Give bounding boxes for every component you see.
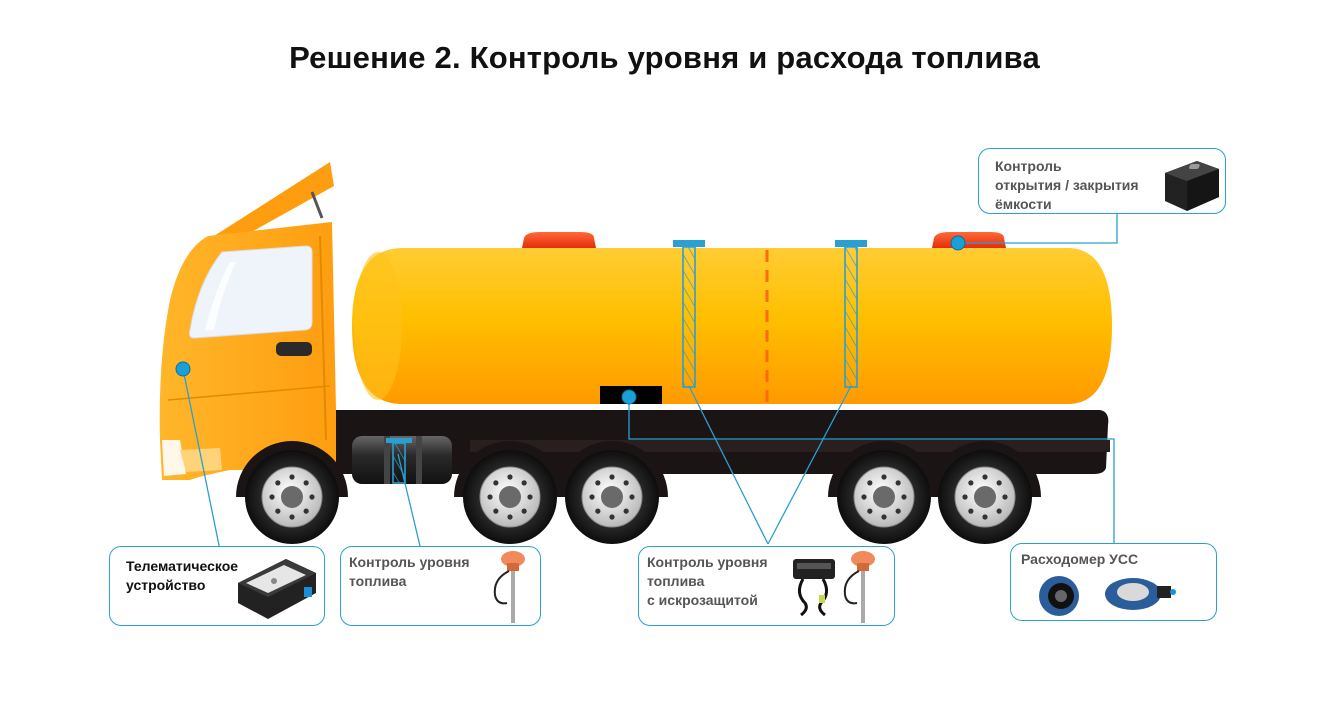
- page-title: Решение 2. Контроль уровня и расхода топ…: [289, 40, 1040, 75]
- line-level-ex-2: [767, 385, 852, 545]
- callout-lid-control-label: Контроль открытия / закрытия ёмкости: [995, 158, 1139, 212]
- marker-lid[interactable]: [950, 235, 966, 251]
- callout-telematics-label: Телематическое устройство: [126, 558, 239, 593]
- line-flowmeter: [628, 398, 1115, 544]
- callout-telematics[interactable]: Телематическое устройство: [109, 546, 325, 626]
- telematics-device-icon: [238, 559, 316, 619]
- tank-hatch-right: [932, 232, 1006, 248]
- callout-fuel-level-label: Контроль уровня топлива: [349, 554, 470, 589]
- line-level-ex-1: [688, 385, 769, 545]
- wheels: [236, 441, 1041, 544]
- line-fuel-level: [397, 453, 421, 547]
- tank-hatch-left: [522, 232, 596, 248]
- vehicle-fuel-tank: [352, 436, 452, 484]
- wheel: [828, 441, 940, 544]
- line-lid: [958, 212, 1118, 244]
- callout-fuel-level-ex[interactable]: Контроль уровня топлива с искрозащитой: [638, 546, 895, 626]
- sensor-markers: [175, 235, 966, 405]
- marker-telematics[interactable]: [175, 361, 191, 377]
- fuel-level-sensor-ex-icon: [843, 551, 875, 623]
- connector-lines: [182, 212, 1118, 561]
- wheel: [236, 441, 348, 544]
- intrinsic-safety-barrier-icon: [793, 559, 835, 617]
- wheel: [929, 441, 1041, 544]
- wheel: [556, 441, 668, 544]
- callout-flowmeter[interactable]: Расходомер УСС: [1010, 543, 1217, 621]
- truck-cabin: [159, 162, 336, 480]
- fuel-tank: [352, 232, 1112, 404]
- callout-lid-control[interactable]: Контроль открытия / закрытия ёмкости: [978, 148, 1226, 214]
- wheel: [454, 441, 566, 544]
- fuel-level-probe-1: [673, 240, 705, 388]
- marker-flowmeter[interactable]: [621, 389, 637, 405]
- callout-flowmeter-label: Расходомер УСС: [1021, 551, 1139, 567]
- fuel-level-sensor-icon: [493, 551, 525, 623]
- lid-sensor-icon: [1165, 161, 1219, 211]
- callout-fuel-level[interactable]: Контроль уровня топлива: [340, 546, 541, 626]
- line-telematics: [182, 368, 223, 561]
- flowmeter-icon: [1039, 576, 1176, 616]
- callout-fuel-level-ex-label: Контроль уровня топлива с искрозащитой: [647, 554, 768, 608]
